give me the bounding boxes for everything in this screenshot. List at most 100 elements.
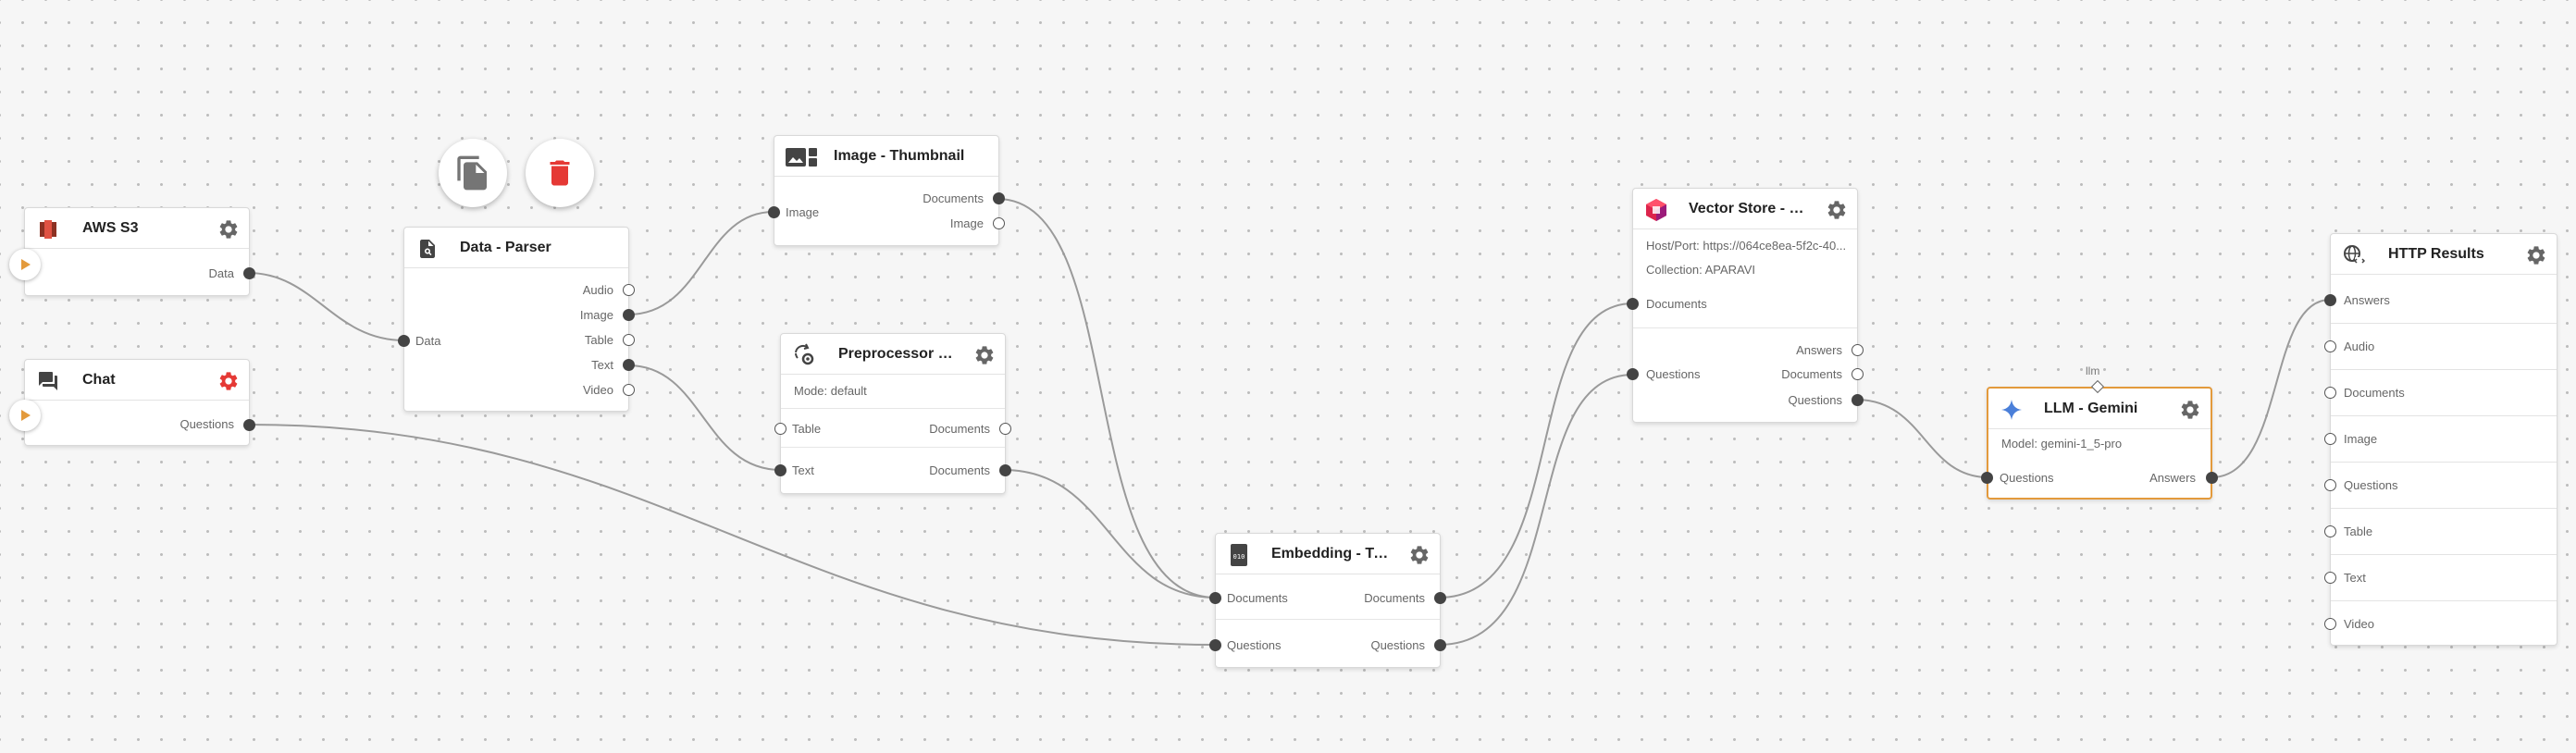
collection-info: Collection: APARAVI (1646, 263, 1756, 277)
edge-parser-to-thumbnail (627, 211, 774, 315)
port-label-data: Data (208, 266, 234, 280)
node-embedding[interactable]: 010 Embedding - Transfo... Documents Doc… (1209, 533, 1446, 668)
port-label-documents-text: Documents (929, 463, 990, 477)
port-output-text[interactable] (623, 359, 635, 371)
port-input-questions[interactable] (1981, 472, 1993, 484)
port-label-questions: Questions (1646, 367, 1701, 381)
port-output-video[interactable] (623, 384, 635, 396)
port-output-documents[interactable] (1434, 592, 1446, 604)
gear-icon[interactable] (2179, 399, 2201, 421)
node-title: Image - Thumbnail (834, 148, 965, 164)
port-label-documents: Documents (923, 191, 984, 205)
node-chat[interactable]: Chat Questions (24, 359, 255, 446)
edge-s3-to-parser (247, 272, 405, 341)
node-http-results[interactable]: HTTP Results Answers Audio Documents Ima… (2324, 233, 2557, 646)
port-input-documents[interactable] (1209, 592, 1221, 604)
image-thumbnail-icon (786, 145, 819, 169)
node-vector-store-qdrant[interactable]: Vector Store - Qdrant Host/Port: https:/… (1627, 188, 1864, 423)
mode-info: Mode: default (794, 384, 867, 398)
port-label-table: Table (2344, 525, 2373, 538)
llm-tag: llm (2086, 364, 2100, 377)
edge-chat-to-embedding (249, 424, 1217, 646)
port-label-questions: Questions (2344, 478, 2398, 492)
edge-embedding-docs-to-qdrant (1438, 302, 1634, 599)
port-label-image: Image (786, 205, 820, 219)
port-label-table: Table (792, 422, 822, 436)
port-output-data[interactable] (243, 267, 255, 279)
port-input-documents[interactable] (2324, 387, 2336, 399)
node-title: LLM - Gemini (2044, 401, 2138, 416)
port-label-image: Image (579, 308, 613, 322)
port-label-table: Table (584, 333, 613, 347)
gear-icon[interactable] (1826, 199, 1848, 221)
gear-icon[interactable] (2525, 244, 2547, 266)
port-input-questions[interactable] (1209, 639, 1221, 651)
port-label-image: Image (2344, 432, 2378, 446)
port-input-image[interactable] (2324, 433, 2336, 445)
port-input-image[interactable] (768, 206, 780, 218)
port-label-answers: Answers (1796, 343, 1842, 357)
port-label-documents: Documents (2344, 386, 2405, 400)
gear-icon[interactable] (217, 370, 240, 392)
node-aws-s3[interactable]: AWS S3 Data (24, 207, 255, 296)
port-output-documents-text[interactable] (999, 464, 1011, 476)
node-image-thumbnail[interactable]: Image - Thumbnail Image Documents Image (768, 135, 1005, 246)
port-output-documents-table[interactable] (999, 423, 1011, 435)
port-label-questions: Questions (180, 417, 234, 431)
play-icon (21, 410, 31, 421)
port-input-documents[interactable] (1627, 298, 1639, 310)
port-output-answers[interactable] (1852, 344, 1864, 356)
port-output-image[interactable] (993, 217, 1005, 229)
node-title: Data - Parser (460, 240, 551, 255)
run-aws-s3-button[interactable] (9, 249, 41, 280)
node-title: Embedding - Transfo... (1271, 546, 1392, 562)
port-output-questions[interactable] (1434, 639, 1446, 651)
port-label-documents: Documents (929, 422, 990, 436)
preprocessor-gear-icon (792, 343, 816, 367)
port-output-answers[interactable] (2206, 472, 2218, 484)
port-output-table[interactable] (623, 334, 635, 346)
port-output-questions[interactable] (243, 419, 255, 431)
svg-text:010: 010 (1233, 553, 1245, 561)
edge-thumbnail-to-embedding (997, 198, 1217, 599)
port-output-documents[interactable] (1852, 368, 1864, 380)
port-input-data[interactable] (398, 335, 410, 347)
port-input-questions[interactable] (1627, 368, 1639, 380)
node-data-parser[interactable]: Data - Parser Data Audio Image Table Tex… (398, 227, 635, 412)
port-input-table[interactable] (2324, 525, 2336, 537)
port-input-answers[interactable] (2324, 294, 2336, 306)
port-input-table[interactable] (774, 423, 786, 435)
port-input-text[interactable] (774, 464, 786, 476)
gear-icon[interactable] (973, 344, 996, 366)
port-input-questions[interactable] (2324, 479, 2336, 491)
gear-icon[interactable] (1408, 544, 1430, 566)
port-label-text: Text (2344, 571, 2366, 585)
duplicate-node-button[interactable] (439, 139, 507, 207)
play-icon (21, 259, 31, 270)
port-input-video[interactable] (2324, 618, 2336, 630)
node-title: Preprocessor - Gener... (838, 346, 957, 362)
port-label-image-out: Image (949, 216, 984, 230)
edge-gemini-to-http (2211, 299, 2331, 478)
node-title: HTTP Results (2388, 246, 2484, 262)
gear-icon[interactable] (217, 218, 240, 241)
run-chat-button[interactable] (9, 400, 41, 431)
delete-node-button[interactable] (526, 139, 594, 207)
node-preprocessor[interactable]: Preprocessor - Gener... Mode: default Ta… (774, 333, 1011, 494)
model-info: Model: gemini-1_5-pro (2001, 437, 2123, 451)
trash-icon (550, 160, 570, 186)
port-label-answers: Answers (2149, 471, 2196, 485)
port-input-audio[interactable] (2324, 340, 2336, 352)
port-label-questions-out: Questions (1370, 638, 1425, 652)
edge-qdrant-to-gemini (1855, 399, 1989, 478)
edge-preprocessor-to-embedding (1003, 469, 1217, 599)
port-output-questions[interactable] (1852, 394, 1864, 406)
port-output-image[interactable] (623, 309, 635, 321)
node-llm-gemini[interactable]: LLM - Gemini Model: gemini-1_5-pro Quest… (1981, 387, 2218, 500)
port-input-text[interactable] (2324, 572, 2336, 584)
port-output-audio[interactable] (623, 284, 635, 296)
port-output-documents[interactable] (993, 192, 1005, 204)
port-label-text: Text (792, 463, 814, 477)
node-title: AWS S3 (82, 220, 139, 236)
